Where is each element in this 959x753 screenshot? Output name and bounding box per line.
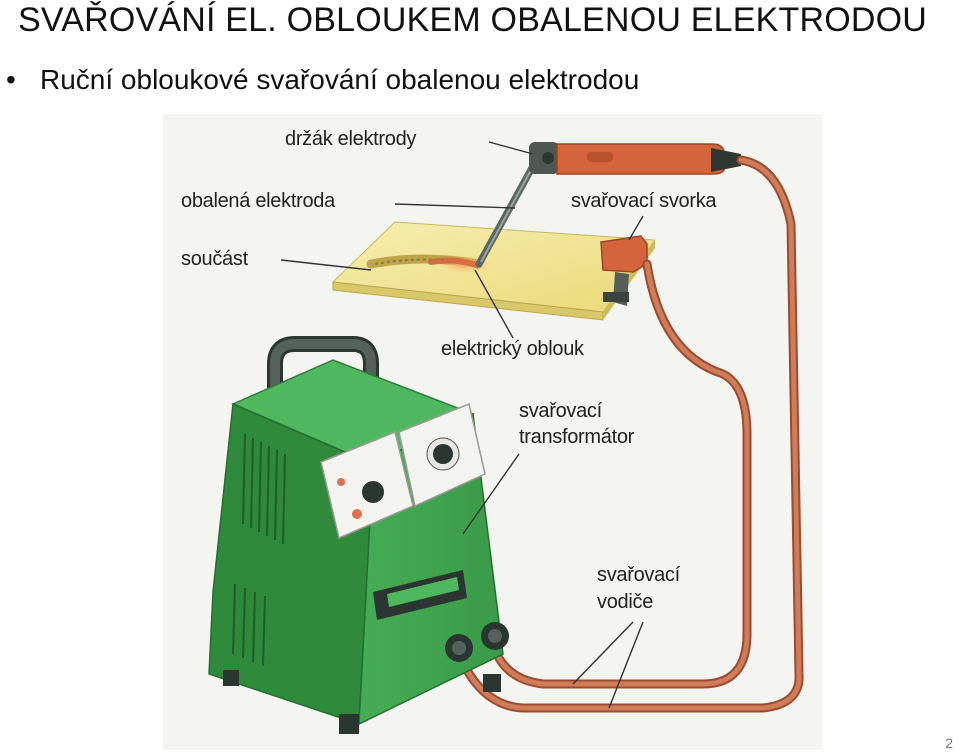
label-welding-leads-line2: vodiče: [597, 591, 654, 613]
bullet-icon: •: [6, 64, 16, 95]
welding-diagram: držák elektrody obalená elektroda součás…: [163, 114, 823, 750]
page-number: 2: [945, 735, 953, 751]
welding-transformer: [208, 336, 509, 734]
label-electric-arc: elektrický oblouk: [441, 338, 584, 360]
label-welding-clamp: svařovací svorka: [571, 190, 717, 212]
bullet-text: Ruční obloukové svařování obalenou elekt…: [40, 64, 640, 95]
welding-clamp: [600, 235, 648, 306]
electrode-holder-assembly: [475, 142, 741, 268]
label-workpiece: součást: [181, 248, 248, 270]
slide-title: SVAŘOVÁNÍ EL. OBLOUKEM OBALENOU ELEKTROD…: [18, 1, 928, 39]
welding-illustration: [208, 141, 804, 734]
label-transformer-line2: transformátor: [519, 426, 635, 448]
label-transformer-line1: svařovací: [519, 400, 602, 422]
label-coated-electrode: obalená elektroda: [181, 190, 335, 212]
label-leaders: [280, 141, 644, 709]
bullet-item: • Ruční obloukové svařování obalenou elek…: [6, 63, 639, 97]
welding-cables: [454, 155, 804, 713]
label-electrode-holder: držák elektrody: [285, 128, 417, 150]
label-welding-leads-line1: svařovací: [597, 564, 680, 586]
